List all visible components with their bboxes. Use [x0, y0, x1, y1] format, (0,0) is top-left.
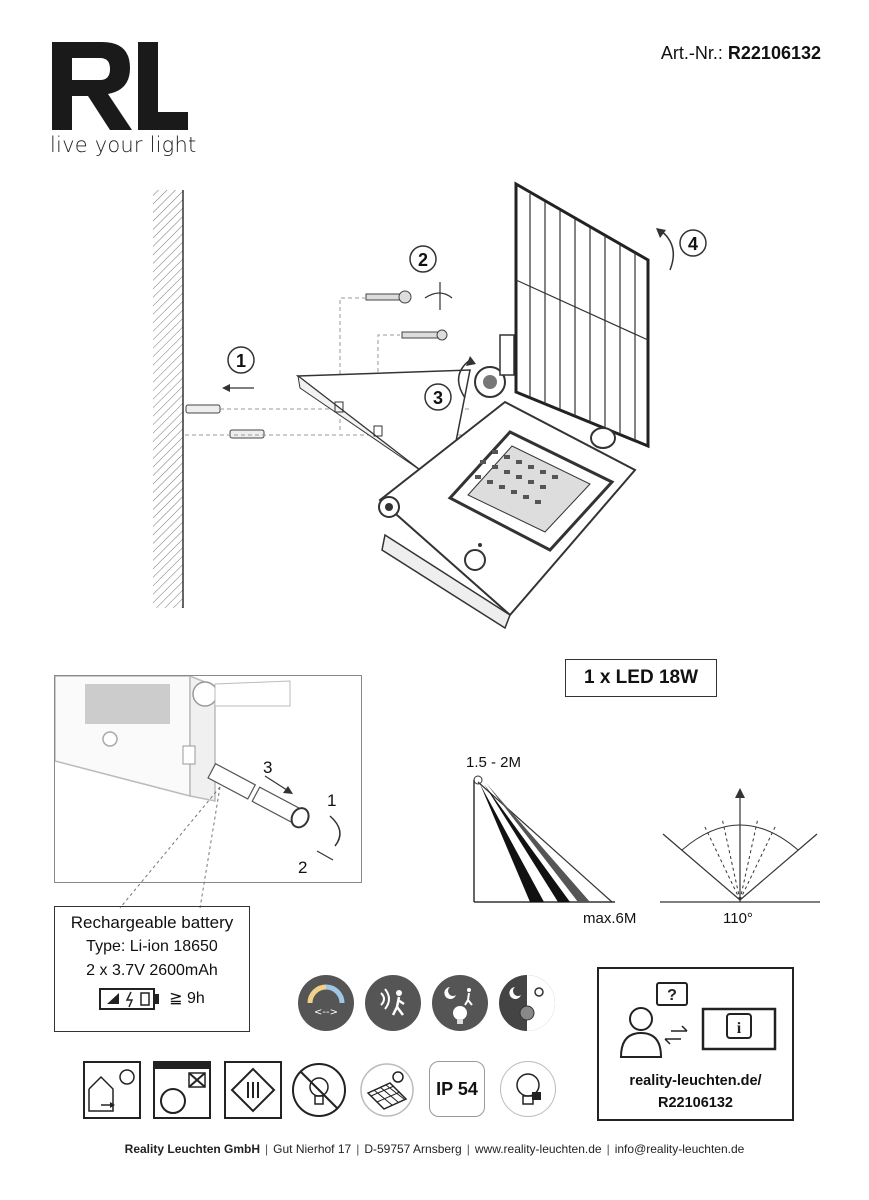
brand-tagline: live your light: [50, 133, 197, 157]
battery-duration-row: ≧ 9h: [55, 987, 249, 1011]
smart-bulb-icon: [500, 1061, 556, 1117]
step-label-2: 2: [418, 250, 428, 270]
step-label-4: 4: [688, 234, 698, 254]
footer-city: D-59757 Arnsberg: [364, 1142, 462, 1156]
footer-company: Reality Leuchten GmbH: [124, 1142, 261, 1156]
led-not-replaceable-icon: [290, 1061, 348, 1119]
battery-type: Type: Li-ion 18650: [86, 938, 218, 955]
step-marker-4: [679, 229, 707, 257]
color-temperature-icon: <-->: [298, 975, 354, 1031]
battery-step-1: 1: [327, 791, 336, 810]
info-url-line1[interactable]: reality-leuchten.de/: [629, 1073, 762, 1089]
sensor-range-diagram: 1.5 - 2M max.6M 110°: [466, 754, 820, 927]
article-number-label: Art.-Nr.:: [660, 43, 723, 63]
battery-illustration-svg: 3 1 2: [55, 676, 341, 877]
battery-title: Rechargeable battery: [70, 913, 234, 932]
detection-angle-label: 110°: [723, 910, 753, 927]
step-marker-2: [409, 245, 437, 273]
protection-class-iii-icon: [224, 1061, 282, 1119]
solar-panel: [514, 181, 650, 449]
footer-website[interactable]: www.reality-leuchten.de: [474, 1142, 602, 1156]
not-for-ceiling-icon: [153, 1061, 211, 1119]
step-marker-3: [424, 383, 452, 411]
day-night-sensor-icon: [499, 975, 555, 1031]
step-label-1: 1: [236, 351, 246, 371]
solar-panel-icon: [358, 1061, 416, 1119]
led-spec-box: 1 x LED 18W: [565, 659, 717, 697]
night-motion-icon: [432, 975, 488, 1031]
max-range-label: max.6M: [583, 910, 636, 927]
battery-step-2: 2: [298, 858, 307, 877]
wall: [153, 190, 183, 608]
brand-logo: [52, 42, 188, 130]
battery-charge-icon: [99, 988, 160, 1010]
battery-duration: ≧ 9h: [169, 990, 205, 1007]
svg-text:<-->: <-->: [314, 1007, 338, 1018]
article-number: Art.-Nr.: R22106132: [661, 43, 821, 64]
motion-sensor: [464, 549, 486, 571]
online-info-box: ? i reality-leuchten.de/ R22106132: [597, 967, 794, 1121]
callout-lines: [119, 786, 221, 909]
online-help-illustration: ? i: [619, 982, 777, 1058]
svg-text:i: i: [737, 1020, 742, 1037]
outdoor-light-icon: [83, 1061, 141, 1119]
battery-step-3: 3: [263, 758, 272, 777]
article-number-value: R22106132: [727, 43, 821, 63]
ip-rating-badge: IP 54: [429, 1061, 485, 1117]
battery-illustration: 3 1 2: [54, 675, 362, 883]
step-marker-1: [227, 346, 255, 374]
step-label-3: 3: [433, 388, 443, 408]
battery-info-box: Rechargeable battery Type: Li-ion 18650 …: [54, 906, 250, 1032]
battery-spec: 2 x 3.7V 2600mAh: [86, 962, 218, 979]
mount-height-label: 1.5 - 2M: [466, 754, 521, 771]
svg-text:?: ?: [667, 987, 677, 1004]
footer-email[interactable]: info@reality-leuchten.de: [614, 1142, 745, 1156]
screw-icon: [365, 290, 448, 341]
motion-sensor-icon: [365, 975, 421, 1031]
info-url-line2[interactable]: R22106132: [658, 1095, 733, 1111]
footer: Reality Leuchten GmbH|Gut Nierhof 17|D-5…: [124, 1142, 745, 1156]
led-grid: [475, 450, 558, 504]
installation-illustration: 1 2 3 4: [153, 181, 707, 630]
footer-street: Gut Nierhof 17: [273, 1142, 352, 1156]
wall-dowel-icon: [185, 404, 265, 439]
